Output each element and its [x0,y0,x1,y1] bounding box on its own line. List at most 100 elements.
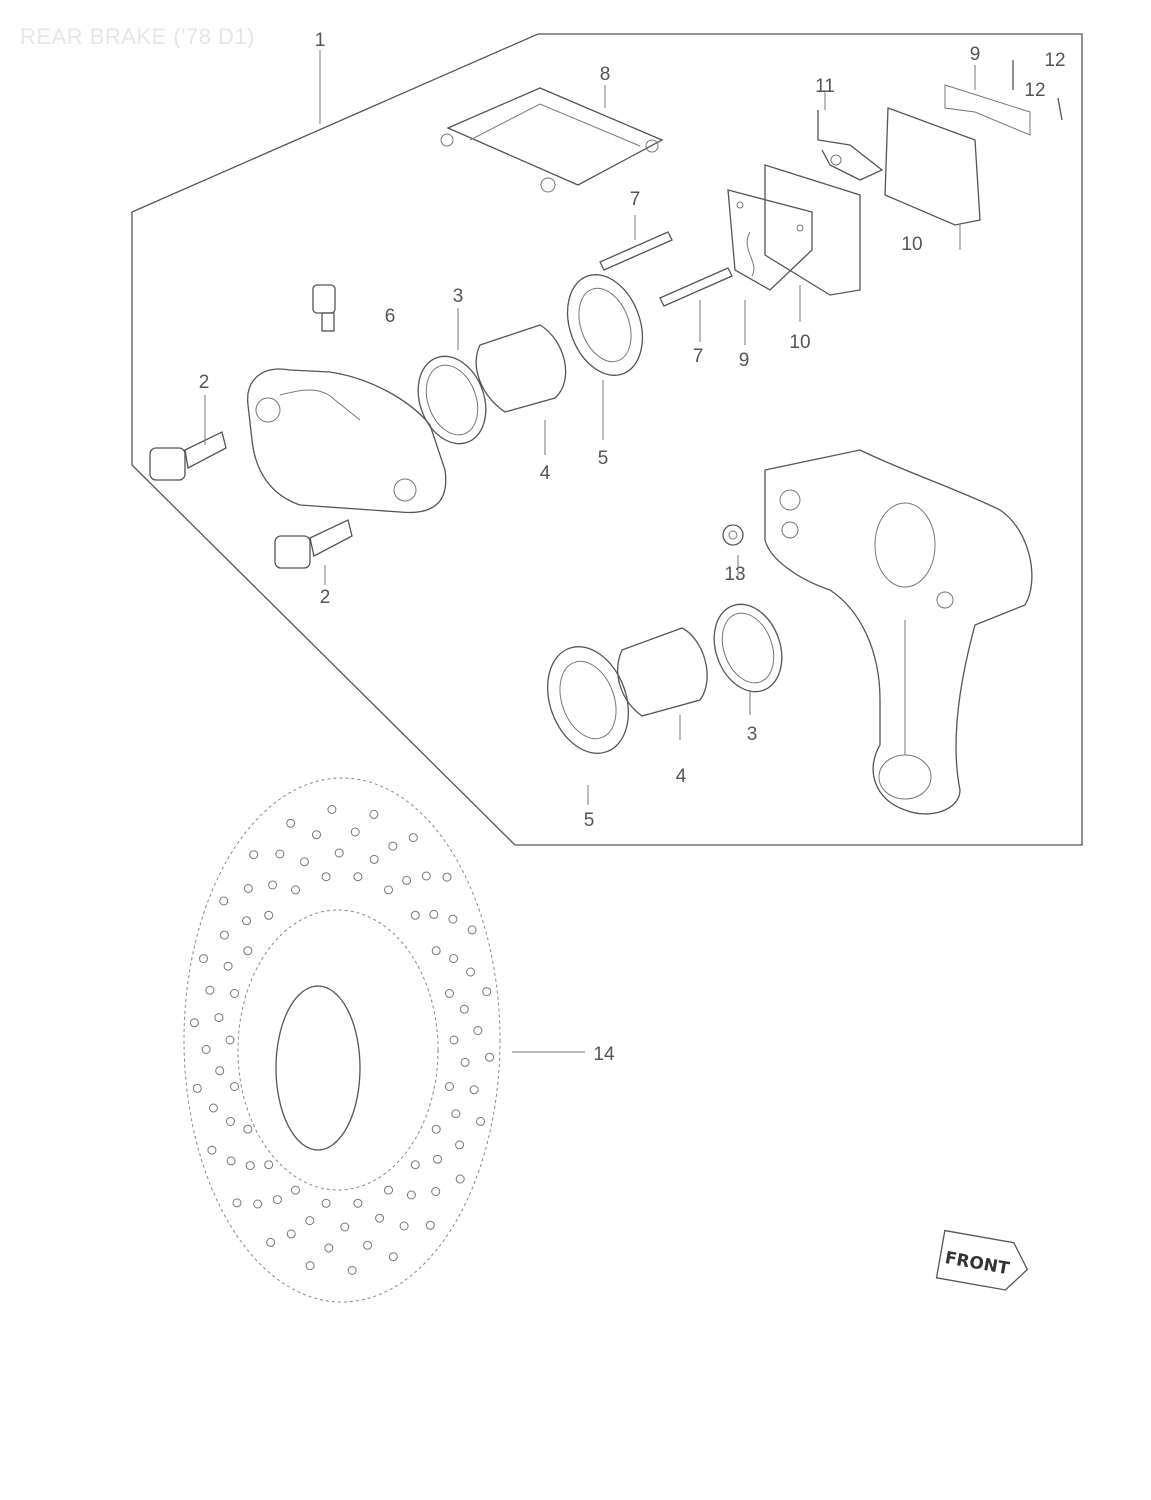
callout-9-upper: 9 [970,44,981,65]
disc-hole [245,1161,255,1171]
disc-hole [363,1240,372,1250]
disc-hole [448,914,458,924]
front-label: FRONT [943,1248,1011,1279]
disc-hole [205,985,215,995]
callout-8: 8 [600,64,611,85]
callout-labels: 1 2 2 3 3 4 4 5 5 6 7 7 8 9 9 10 10 11 1… [199,30,1066,1065]
disc-hole [327,805,337,814]
callout-10-upper: 10 [901,234,922,255]
disc-hole [253,1199,263,1209]
disc-hole [455,1140,465,1150]
disc-hole [353,872,363,882]
disc-hole [466,967,476,977]
disc-hole [431,1124,441,1134]
leader-lines [204,308,751,1053]
disc-hole [207,1145,217,1155]
disc-hole [449,1035,459,1045]
disc-hole [312,830,321,840]
disc-hole [445,1082,454,1091]
disc-hole [425,1220,435,1230]
caliper-half-left [247,368,447,514]
disc-hole [460,1057,470,1067]
disc-hole [215,1066,225,1076]
disc-hole [410,1160,420,1170]
callout-2-upper: 2 [199,372,210,393]
dust-boot-upper [566,274,644,376]
disc-hole [369,809,379,819]
brake-pad-outer [884,65,1031,250]
disc-hole [384,885,393,895]
disc-hole [431,1187,441,1196]
disc-hole [388,841,398,851]
disc-hole [350,827,360,837]
disc-hole [459,1004,469,1014]
disc-hole [264,1160,274,1170]
disc-hole [408,833,418,843]
disc-hole [353,1198,363,1208]
disc-hole [421,871,431,881]
disc-hole [219,896,229,906]
disc-hole [291,1185,300,1195]
disc-hole [291,885,300,895]
callout-13: 13 [724,564,745,585]
disc-hole [485,1052,495,1062]
disc-hole [272,1195,282,1205]
disc-hole [243,946,253,956]
disc-hole [399,1221,409,1231]
disc-hole [467,925,477,935]
disc-hole [225,1117,235,1126]
disc-hole [340,1222,350,1232]
disc-hole [214,1013,224,1023]
callout-4-lower: 4 [676,766,687,787]
callout-3-lower: 3 [747,724,758,745]
front-direction-arrow: FRONT [935,1229,1029,1291]
dust-boot-lower [546,646,630,754]
disc-hole [243,1124,253,1134]
disc-hole [321,872,331,882]
callout-11: 11 [815,76,835,97]
pad-clip [817,90,884,181]
bleeder-valve [312,284,336,332]
callout-10-lower: 10 [789,332,810,353]
disc-hole [243,884,253,893]
piston-seal-lower [713,603,783,693]
disc-hole [433,1154,442,1164]
assembly-boundary [131,33,1083,846]
disc-hole [410,910,420,920]
disc-hole [469,1085,479,1095]
disc-hole [388,1252,398,1262]
disc-hole [451,1109,461,1119]
disc-hole [402,875,412,885]
disc-hole [482,987,492,997]
disc-hole [192,1083,202,1093]
brake-pad-inner [764,164,861,322]
callout-1: 1 [315,30,326,51]
disc-hole [208,1103,218,1113]
disc-hole [445,989,454,998]
callout-2-lower: 2 [320,587,331,608]
disc-hole [230,989,239,998]
disc-hole [449,954,459,963]
pad-cover-plate [440,85,664,193]
callout-7-upper: 7 [630,189,641,210]
disc-hole [305,1261,315,1271]
callout-9-lower: 9 [739,350,750,371]
disc-hole [226,1156,236,1166]
callout-3-upper: 3 [453,286,464,307]
piston-upper [475,324,567,413]
disc-hole [249,850,259,860]
disc-hole [429,909,439,919]
disc-hole [242,916,251,926]
disc-hole [223,961,233,971]
callout-12-upper: 12 [1044,50,1065,71]
caliper-bolt-upper [149,431,227,481]
callout-7-lower: 7 [693,346,704,367]
callout-12-lower: 12 [1024,80,1045,101]
caliper-half-right [764,449,1033,815]
disc-hole [431,946,441,956]
disc-hole [232,1198,242,1208]
disc-hole [334,848,344,858]
callout-4-upper: 4 [540,463,551,484]
disc-hole [230,1082,239,1091]
